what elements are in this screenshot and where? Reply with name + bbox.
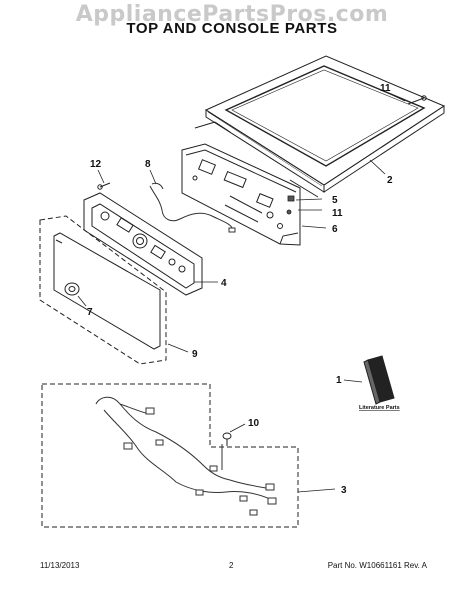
callout-9: 9 xyxy=(192,349,198,360)
page-title: TOP AND CONSOLE PARTS xyxy=(126,20,338,37)
callout-7: 7 xyxy=(87,307,93,318)
callout-2: 2 xyxy=(387,175,393,186)
footer-page-number: 2 xyxy=(229,561,234,570)
callout-4: 4 xyxy=(221,278,227,289)
watermark: AppliancePartsPros.com xyxy=(75,2,389,27)
callout-12: 12 xyxy=(90,159,102,170)
literature-booklet xyxy=(363,355,395,405)
callout-6: 6 xyxy=(332,224,338,235)
console-clip xyxy=(286,195,295,215)
harness-clip xyxy=(222,432,232,446)
callout-1: 1 xyxy=(336,375,342,386)
leader-lines xyxy=(77,91,406,493)
console-panel xyxy=(83,192,203,296)
literature-label: Literature Parts xyxy=(359,405,400,411)
main-harness-box xyxy=(41,383,299,528)
main-wire-harness xyxy=(95,396,277,516)
callout-3: 3 xyxy=(341,485,347,496)
console-wire-harness xyxy=(149,182,236,233)
callout-5: 5 xyxy=(332,195,338,206)
console-assembly-box xyxy=(39,215,167,365)
console-back xyxy=(181,143,301,246)
footer-part-number: Part No. W10661161 Rev. A xyxy=(327,561,427,570)
overlay-panel xyxy=(53,232,161,350)
footer-date: 11/13/2013 xyxy=(40,561,80,570)
top-panel-screw xyxy=(407,95,427,105)
console-screw xyxy=(97,182,111,190)
callout-11-top: 11 xyxy=(380,83,391,94)
knob xyxy=(64,282,80,296)
top-panel xyxy=(194,55,446,198)
callout-10: 10 xyxy=(248,418,260,429)
callout-8: 8 xyxy=(145,159,151,170)
callout-11-console: 11 xyxy=(332,208,343,219)
